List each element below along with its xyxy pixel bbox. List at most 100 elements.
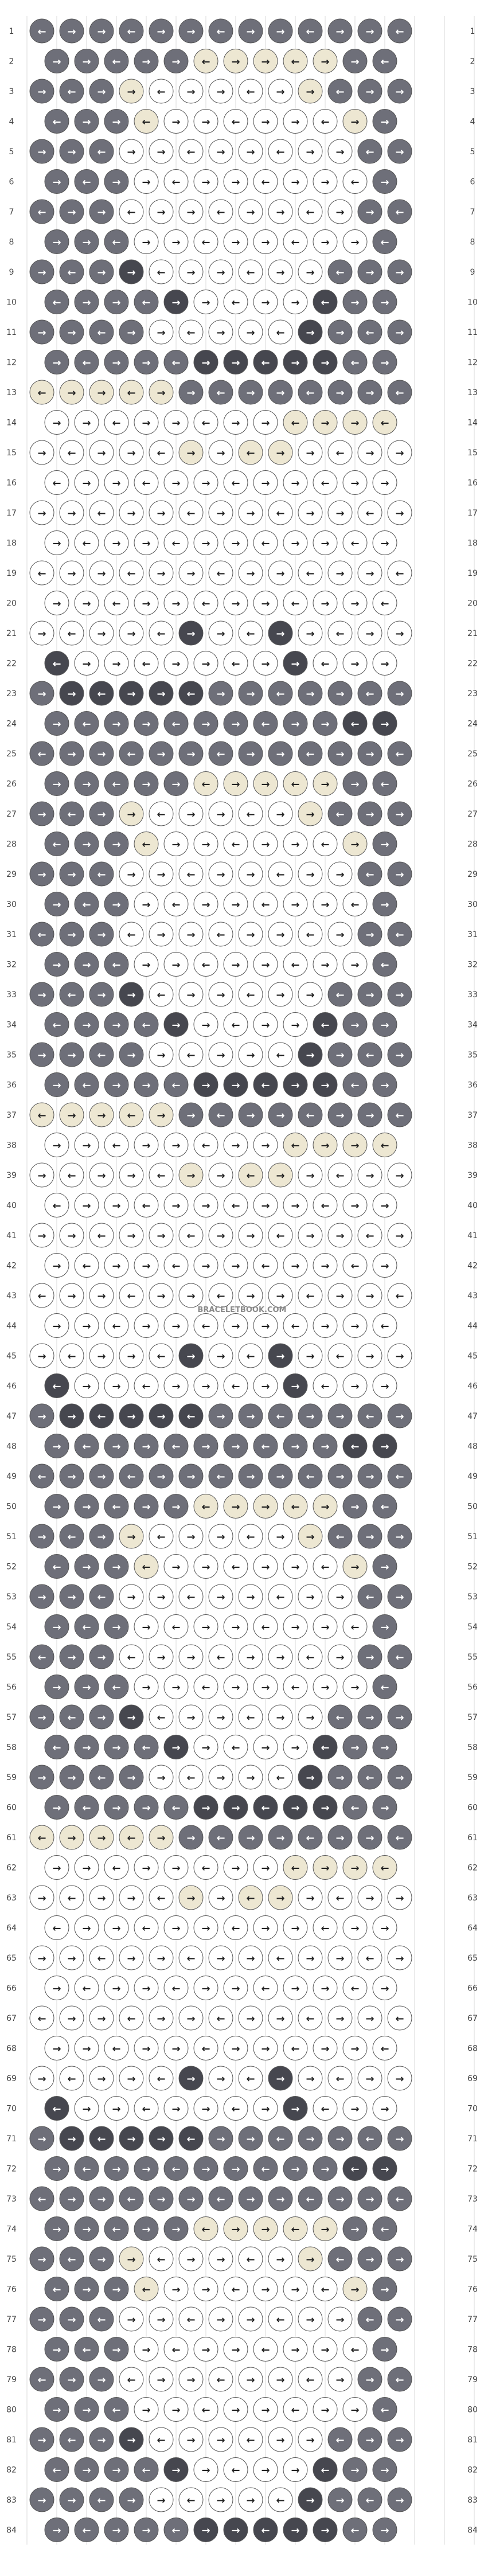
knot-arrow: → <box>231 2405 240 2417</box>
knot: ← <box>283 1313 308 1338</box>
knot: → <box>372 109 397 134</box>
knot-arrow: ← <box>201 1501 210 1513</box>
knot: → <box>163 1915 189 1940</box>
knot: → <box>298 2126 323 2151</box>
knot-arrow: → <box>216 2254 225 2266</box>
knot-circle <box>387 1584 412 1609</box>
knot-arrow: → <box>291 899 299 911</box>
knot-circle <box>134 892 159 916</box>
knot-circle <box>357 1524 382 1549</box>
knot-arrow: → <box>261 2405 270 2417</box>
knot-arrow: → <box>231 1682 240 1694</box>
knot-arrow: ← <box>157 989 165 1001</box>
knot-arrow: → <box>52 779 61 791</box>
row-number-left: 23 <box>6 689 17 698</box>
knot-arrow: → <box>67 1049 76 1061</box>
knot: ← <box>253 2337 278 2362</box>
knot: ← <box>104 771 129 796</box>
knot-arrow: → <box>321 177 329 189</box>
knot: → <box>59 139 84 164</box>
knot-arrow: → <box>127 1049 135 1061</box>
knot: → <box>59 500 84 525</box>
knot-arrow: ← <box>246 2434 255 2446</box>
row-number-left: 27 <box>6 810 17 819</box>
row-number-left: 1 <box>9 27 14 36</box>
knot-circle <box>238 1463 263 1489</box>
knot-arrow: → <box>380 116 389 128</box>
knot-arrow: → <box>395 688 404 700</box>
knot-circle <box>327 199 353 224</box>
knot-arrow: → <box>186 1170 195 1182</box>
knot-arrow: → <box>321 1321 329 1333</box>
knot-arrow: ← <box>365 508 374 520</box>
knot-arrow: → <box>306 628 314 640</box>
knot: → <box>238 681 263 706</box>
row-number-right: 20 <box>467 599 478 608</box>
knot-circle <box>193 1494 218 1519</box>
knot: → <box>149 1403 174 1428</box>
row-number-left: 25 <box>6 750 17 759</box>
knot: ← <box>149 259 174 284</box>
knot-arrow: → <box>37 2495 46 2507</box>
row-number-right: 72 <box>467 2165 478 2174</box>
knot: ← <box>119 18 144 44</box>
knot-circle <box>327 1102 353 1127</box>
knot-circle <box>357 259 382 284</box>
knot-arrow: → <box>186 1351 195 1363</box>
knot-arrow: → <box>276 1351 284 1363</box>
knot-arrow: → <box>261 1923 270 1935</box>
knot-arrow: → <box>350 297 359 309</box>
knot: → <box>163 2216 189 2241</box>
knot: ← <box>313 1193 338 1217</box>
knot-circle <box>59 259 84 284</box>
knot-circle <box>313 1434 338 1458</box>
knot-arrow: ← <box>67 1712 76 1724</box>
knot-circle <box>327 500 353 525</box>
knot-arrow: → <box>380 2103 389 2116</box>
row-number-left: 77 <box>6 2315 17 2324</box>
knot: ← <box>268 1765 293 1790</box>
knot-arrow: → <box>186 568 195 580</box>
knot: → <box>298 2487 323 2512</box>
knot-circle <box>342 290 368 314</box>
knot: → <box>372 1253 397 1278</box>
knot-circle <box>134 1313 159 1338</box>
knot-circle <box>283 1133 308 1157</box>
knot: ← <box>59 440 84 465</box>
knot-arrow: ← <box>335 1892 344 1904</box>
knot: ← <box>387 741 412 766</box>
knot-arrow: ← <box>350 719 359 731</box>
knot: ← <box>298 2367 323 2392</box>
knot: ← <box>223 109 248 134</box>
knot-circle <box>387 1403 412 1428</box>
knot: → <box>134 1675 159 1699</box>
knot-arrow: → <box>171 1682 180 1694</box>
knot: → <box>134 591 159 615</box>
knot-circle <box>238 1162 263 1188</box>
knot: → <box>104 169 129 194</box>
knot-arrow: → <box>201 116 210 128</box>
knot-arrow: ← <box>201 2224 210 2236</box>
knot-circle <box>104 290 129 314</box>
knot: → <box>178 1343 204 1368</box>
knot-arrow: ← <box>52 1020 61 1032</box>
knot-arrow: → <box>246 869 255 881</box>
knot: ← <box>44 1193 69 1217</box>
knot-arrow: ← <box>157 2073 165 2085</box>
knot: → <box>298 1042 323 1067</box>
knot-arrow: → <box>112 1260 120 1273</box>
knot-circle <box>193 1434 218 1458</box>
knot-arrow: → <box>380 1802 389 1814</box>
knot: ← <box>387 1463 412 1489</box>
knot: → <box>119 2246 144 2271</box>
knot-arrow: → <box>261 1200 270 1212</box>
knot: ← <box>313 1915 338 1940</box>
knot: → <box>208 1945 233 1970</box>
knot-arrow: → <box>157 2193 165 2206</box>
knot: → <box>357 922 382 947</box>
knot-circle <box>178 801 204 826</box>
knot-arrow: ← <box>97 1049 106 1061</box>
knot: ← <box>238 259 263 284</box>
knot: → <box>357 2186 382 2211</box>
knot: → <box>89 1644 114 1669</box>
